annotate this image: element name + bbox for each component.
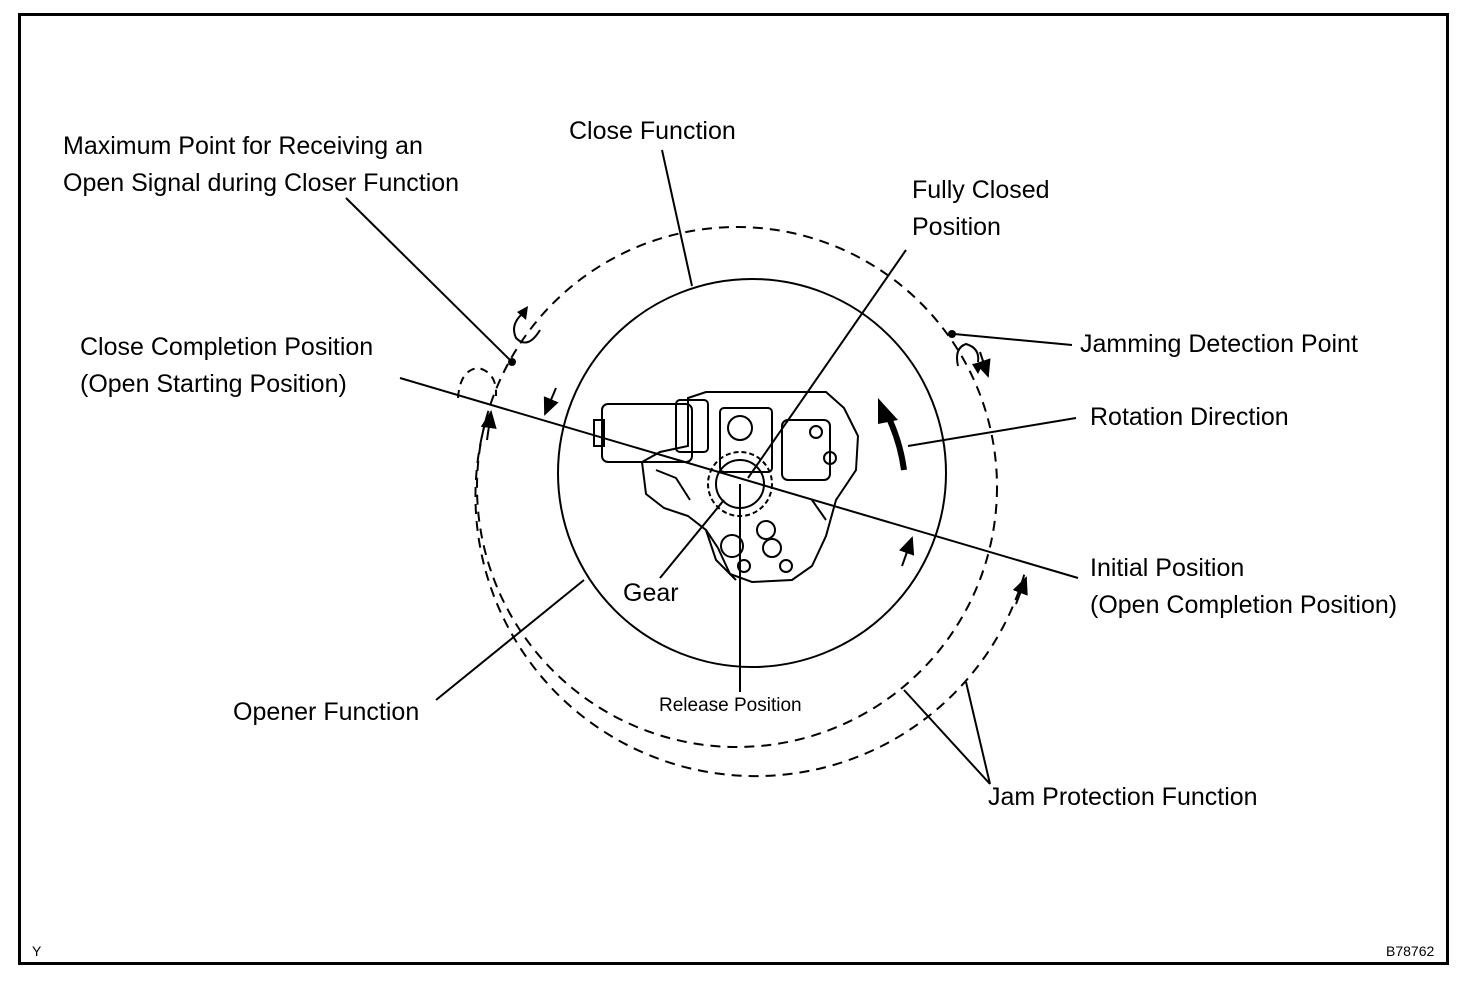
leader-jam-2	[965, 681, 991, 785]
label-opener-function: Opener Function	[233, 698, 420, 726]
diagram-frame	[18, 13, 1449, 965]
arrow-opener-left	[480, 410, 497, 441]
closer-motor-assembly	[593, 391, 860, 584]
label-max-point-1: Maximum Point for Receiving an	[63, 132, 423, 160]
label-initial-position-1: Initial Position	[1090, 554, 1245, 582]
arrow-jam-top	[975, 351, 991, 378]
corner-code-left: Y	[32, 943, 42, 959]
hairpin-dashed	[457, 366, 498, 399]
arrow-close-track	[543, 387, 559, 416]
leader-jamming	[953, 333, 1073, 346]
arrow-jam-right	[1012, 576, 1028, 605]
jamming-dot	[948, 330, 956, 338]
label-release-position: Release Position	[659, 695, 802, 716]
label-jam-protection: Jam Protection Function	[988, 783, 1258, 811]
label-initial-position-2: (Open Completion Position)	[1090, 591, 1398, 619]
label-fully-closed-1: Fully Closed	[912, 176, 1050, 204]
inner-circle	[557, 278, 947, 668]
corner-code-right: B78762	[1386, 943, 1435, 959]
leader-gear	[659, 499, 725, 579]
label-rotation-direction: Rotation Direction	[1090, 403, 1289, 431]
leader-jam-1	[903, 689, 991, 785]
label-close-function: Close Function	[569, 117, 736, 145]
leader-close-function	[661, 149, 693, 287]
reverse-arrow-right	[956, 342, 980, 367]
label-jamming-detection: Jamming Detection Point	[1080, 330, 1358, 358]
arrow-opener-right	[899, 536, 915, 567]
label-fully-closed-2: Position	[912, 213, 1001, 241]
leader-opener	[435, 579, 585, 701]
leader-max-point	[345, 197, 511, 361]
leader-fully-closed	[747, 249, 907, 479]
label-gear: Gear	[623, 579, 679, 607]
label-max-point-2: Open Signal during Closer Function	[63, 169, 460, 197]
middle-dashed-arc	[474, 419, 1026, 777]
leader-rotation	[907, 417, 1077, 447]
outer-dashed-circle	[476, 226, 998, 748]
reverse-arrow-left	[513, 313, 541, 344]
label-close-completion-1: Close Completion Position	[80, 333, 374, 361]
position-line	[399, 377, 1079, 579]
label-close-completion-2: (Open Starting Position)	[80, 370, 347, 398]
